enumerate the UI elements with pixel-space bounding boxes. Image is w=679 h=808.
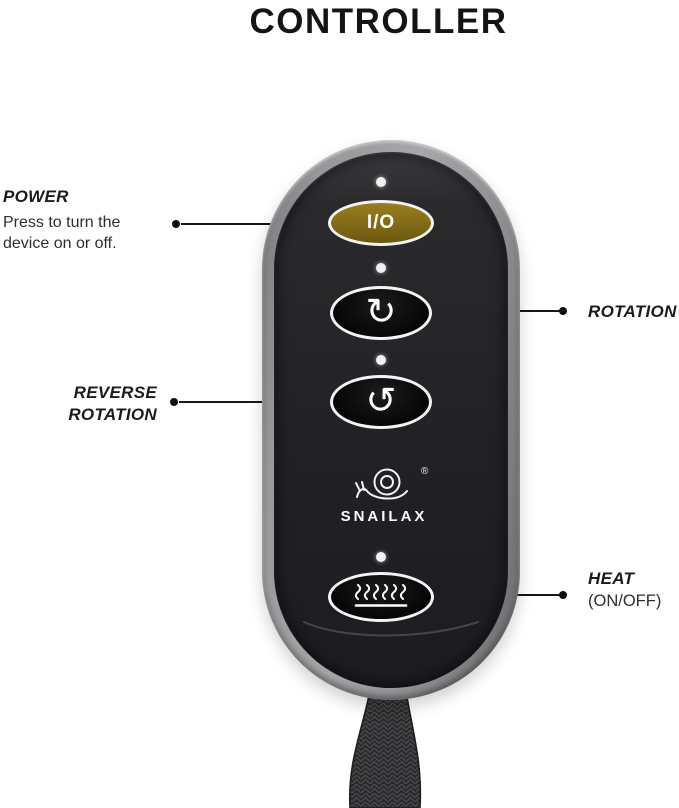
power-callout: POWER Press to turn the device on or off… bbox=[3, 186, 161, 254]
power-callout-description: Press to turn the device on or off. bbox=[3, 214, 121, 252]
reverse-rotation-button[interactable]: ↺ bbox=[330, 375, 432, 429]
heat-led-indicator bbox=[376, 552, 386, 562]
heat-callout-subtitle: (ON/OFF) bbox=[588, 592, 662, 610]
rotation-callout-title: ROTATION bbox=[588, 302, 677, 321]
rotation-button[interactable]: ↻ bbox=[330, 286, 432, 340]
registered-trademark: ® bbox=[421, 466, 429, 477]
remote-body: I/O ↻ ↺ bbox=[262, 140, 520, 700]
rotation-led-indicator bbox=[376, 263, 386, 273]
reverse-rotation-leader-dot bbox=[170, 398, 178, 406]
power-cable bbox=[348, 676, 422, 808]
rotate-clockwise-icon: ↻ bbox=[365, 289, 397, 333]
remote-face: I/O ↻ ↺ bbox=[274, 152, 508, 688]
power-leader-dot bbox=[172, 220, 180, 228]
heat-button[interactable] bbox=[328, 572, 434, 622]
heat-leader-dot bbox=[559, 591, 567, 599]
heat-callout: HEAT (ON/OFF) bbox=[588, 568, 661, 612]
rotation-callout: ROTATION bbox=[588, 301, 677, 323]
reverse-rotation-led-indicator bbox=[376, 355, 386, 365]
snail-logo-icon bbox=[355, 468, 408, 500]
rotation-leader-dot bbox=[559, 307, 567, 315]
reverse-rotation-leader-line bbox=[179, 401, 331, 403]
rotate-counterclockwise-icon: ↺ bbox=[365, 378, 397, 422]
heat-callout-title: HEAT bbox=[588, 569, 635, 588]
page-title: CONTROLLER bbox=[249, 2, 508, 41]
power-callout-title: POWER bbox=[3, 187, 69, 206]
power-button-label: I/O bbox=[366, 212, 396, 233]
face-accent-wave bbox=[303, 621, 479, 637]
power-button[interactable]: I/O bbox=[328, 200, 434, 246]
reverse-rotation-callout-title: REVERSE ROTATION bbox=[68, 383, 157, 424]
power-leader-line bbox=[181, 223, 331, 225]
brand-name: SNAILAX bbox=[340, 508, 428, 525]
power-led-indicator bbox=[376, 177, 386, 187]
heat-waves-icon bbox=[354, 584, 408, 607]
reverse-rotation-callout: REVERSE ROTATION bbox=[40, 382, 157, 426]
